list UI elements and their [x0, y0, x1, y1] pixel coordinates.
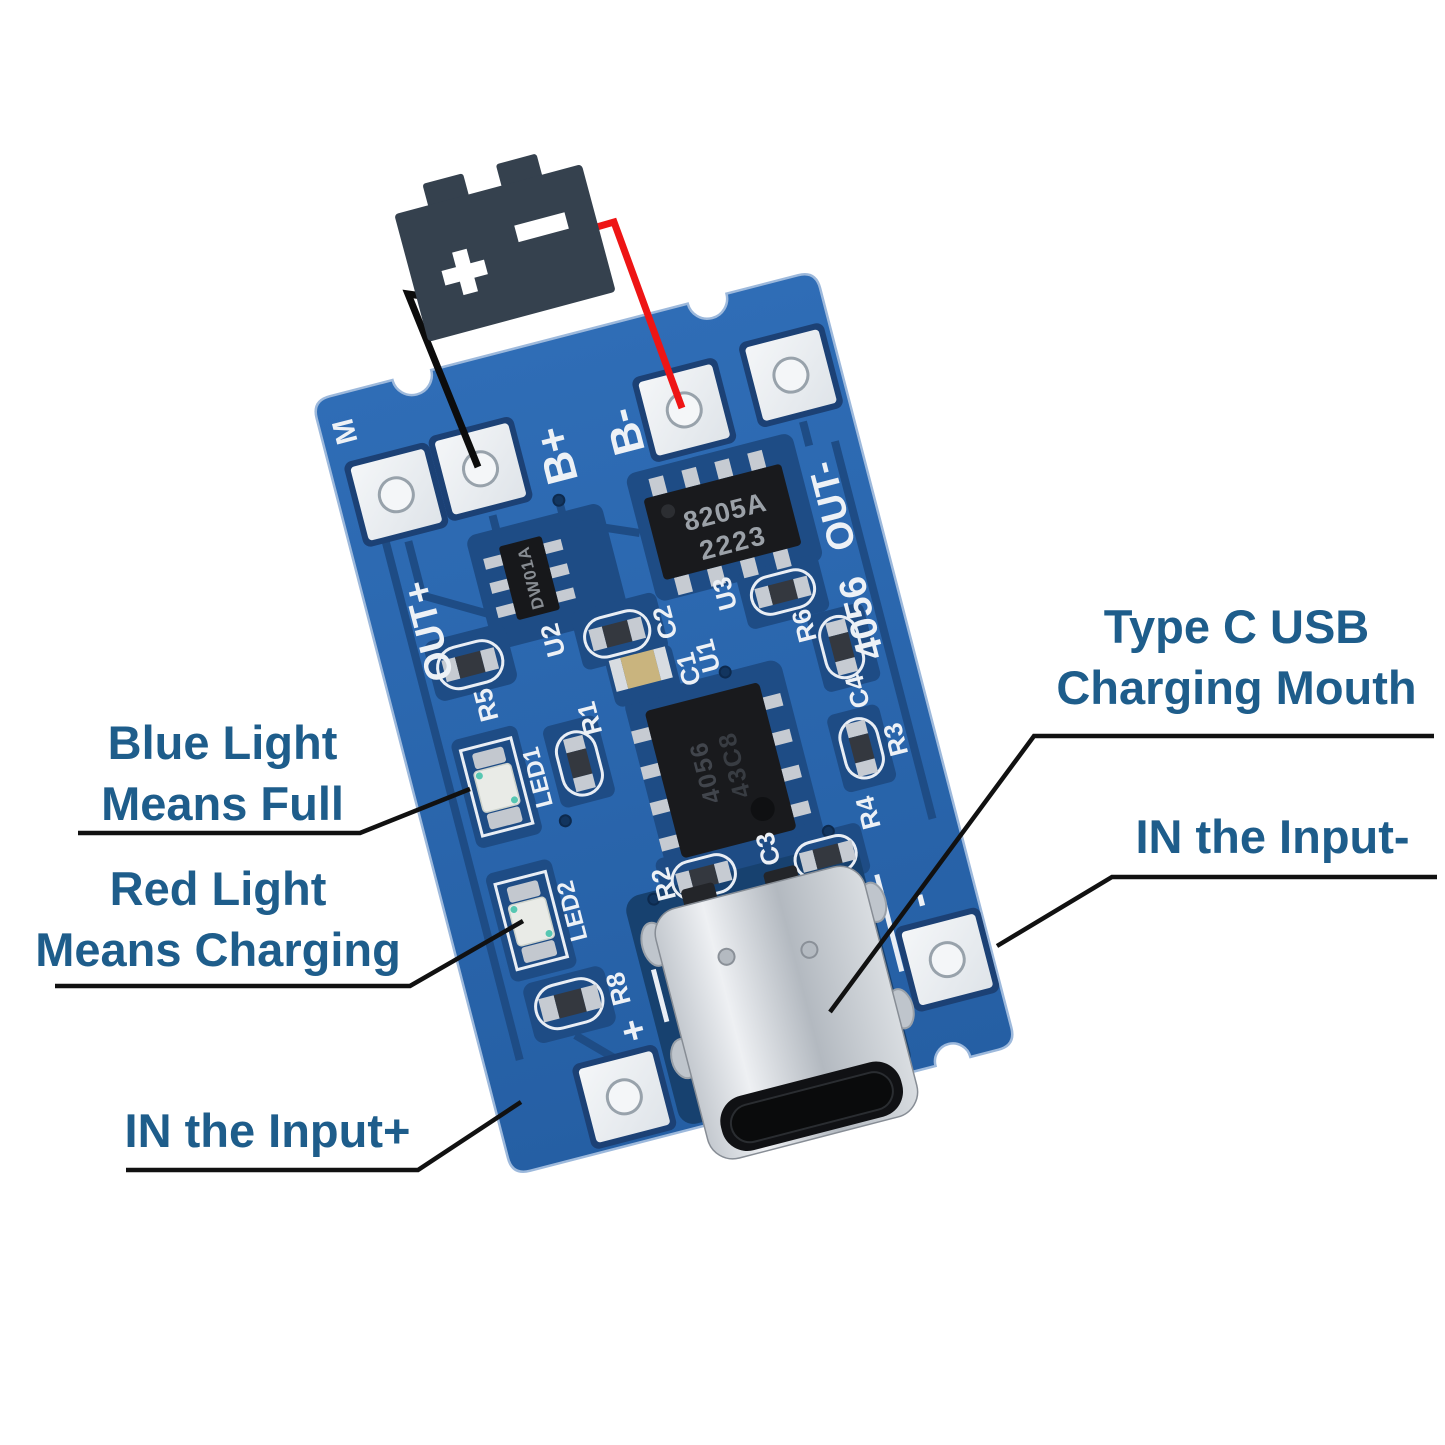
annotation-blue-light-line1: Blue Light — [107, 716, 338, 769]
annotation-input-plus-label: IN the Input+ — [124, 1104, 411, 1157]
pad-in-minus — [895, 907, 1000, 1012]
8205a-chip: 8205A 2223 — [644, 449, 801, 596]
annotation-red-light: Red Light Means Charging — [8, 858, 428, 980]
battery-body — [395, 165, 615, 341]
vias — [552, 493, 835, 906]
resistor-r2 — [675, 860, 733, 894]
dw01a-chip: DW01A — [483, 536, 576, 620]
pad-m — [344, 442, 449, 547]
resistor-r1 — [562, 734, 596, 793]
capacitor-c2 — [588, 616, 647, 652]
callout-lines — [55, 733, 1437, 1173]
callout-line-red-light — [55, 919, 525, 989]
pcb-board: DW01A 8205A 2223 4056 43C8 — [314, 273, 1014, 1173]
resistor-r5 — [441, 647, 500, 683]
led2-red — [506, 880, 558, 963]
plus-symbol-icon — [441, 248, 488, 296]
solder-pads — [344, 323, 1000, 1149]
annotation-type-c-line1: Type C USB — [1103, 600, 1370, 653]
type-c-connector — [640, 865, 919, 1160]
annotation-input-plus: IN the Input+ — [100, 1100, 435, 1161]
resistor-r3 — [845, 719, 879, 777]
pad-out-minus — [739, 323, 843, 428]
annotation-red-light-line1: Red Light — [109, 862, 327, 915]
capacitor-c4 — [825, 618, 859, 676]
resistor-r8 — [538, 984, 603, 1023]
pad-in-plus — [572, 1044, 677, 1149]
annotation-input-minus: IN the Input- — [1100, 806, 1445, 867]
annotation-type-c: Type C USB Charging Mouth — [1028, 596, 1445, 718]
pad-b-plus — [428, 416, 533, 521]
capacitor-c3 — [798, 839, 857, 873]
callout-line-type-c — [828, 733, 1434, 1014]
annotation-red-light-line2: Means Charging — [35, 923, 401, 976]
led1-blue — [472, 746, 523, 830]
annotation-blue-light: Blue Light Means Full — [55, 712, 390, 834]
capacitor-c1 — [608, 646, 673, 692]
smd-components — [441, 575, 879, 1023]
tp4056-chip: 4056 43C8 — [631, 683, 812, 858]
callout-line-input-minus — [995, 874, 1437, 948]
callout-line-input-plus — [126, 1100, 523, 1173]
annotation-input-minus-label: IN the Input- — [1135, 810, 1410, 863]
annotation-blue-light-line2: Means Full — [101, 777, 344, 830]
battery-icon — [395, 154, 615, 341]
minus-symbol-icon — [514, 212, 569, 243]
annotation-type-c-line2: Charging Mouth — [1056, 661, 1417, 714]
callout-line-blue-light — [78, 786, 471, 836]
resistor-r6 — [754, 575, 812, 609]
